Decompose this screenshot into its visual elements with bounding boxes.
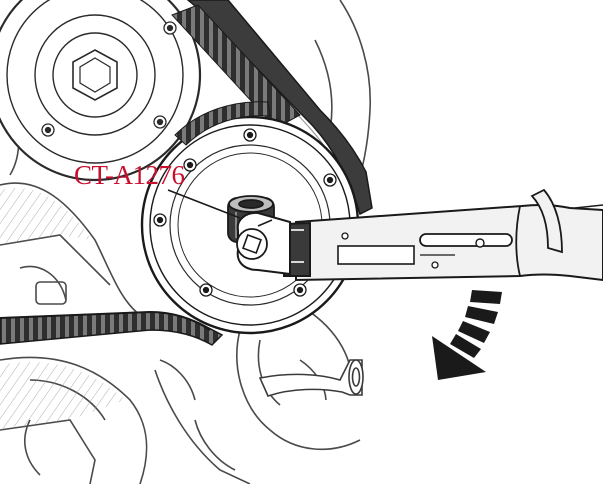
camshaft-pulley [0,0,202,182]
coolant-pipe [258,359,364,397]
belt-teeth-arc [174,101,271,146]
torque-wrench [236,188,603,282]
timing-belt-lower [0,310,224,346]
belt-teeth-top [171,4,301,129]
callout-leader-line [167,189,241,219]
engine-hatching [0,187,125,430]
tool-label-ct-a1276: CT-A1276 [74,160,185,190]
rotation-direction-arrow-icon [432,290,502,380]
